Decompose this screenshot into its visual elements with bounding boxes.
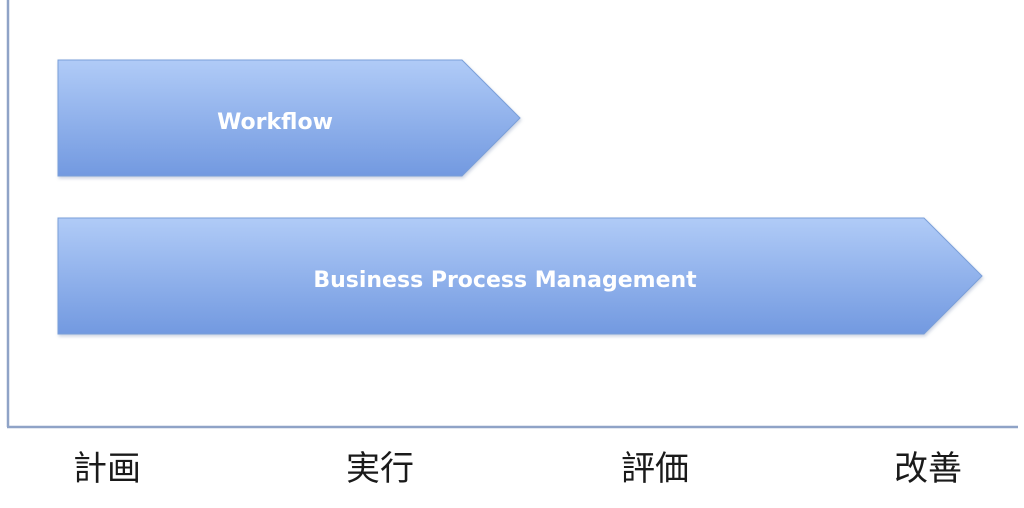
bpm-arrow-label: Business Process Management	[313, 268, 697, 293]
workflow-arrow-label: Workflow	[217, 110, 333, 135]
stage-label-act: 改善	[894, 449, 962, 489]
stage-label-do: 実行	[346, 449, 414, 489]
workflow-arrow	[57, 59, 521, 177]
stage-label-plan: 計画	[73, 449, 141, 489]
stage-label-check: 評価	[621, 449, 689, 489]
bpm-arrow	[57, 217, 983, 335]
